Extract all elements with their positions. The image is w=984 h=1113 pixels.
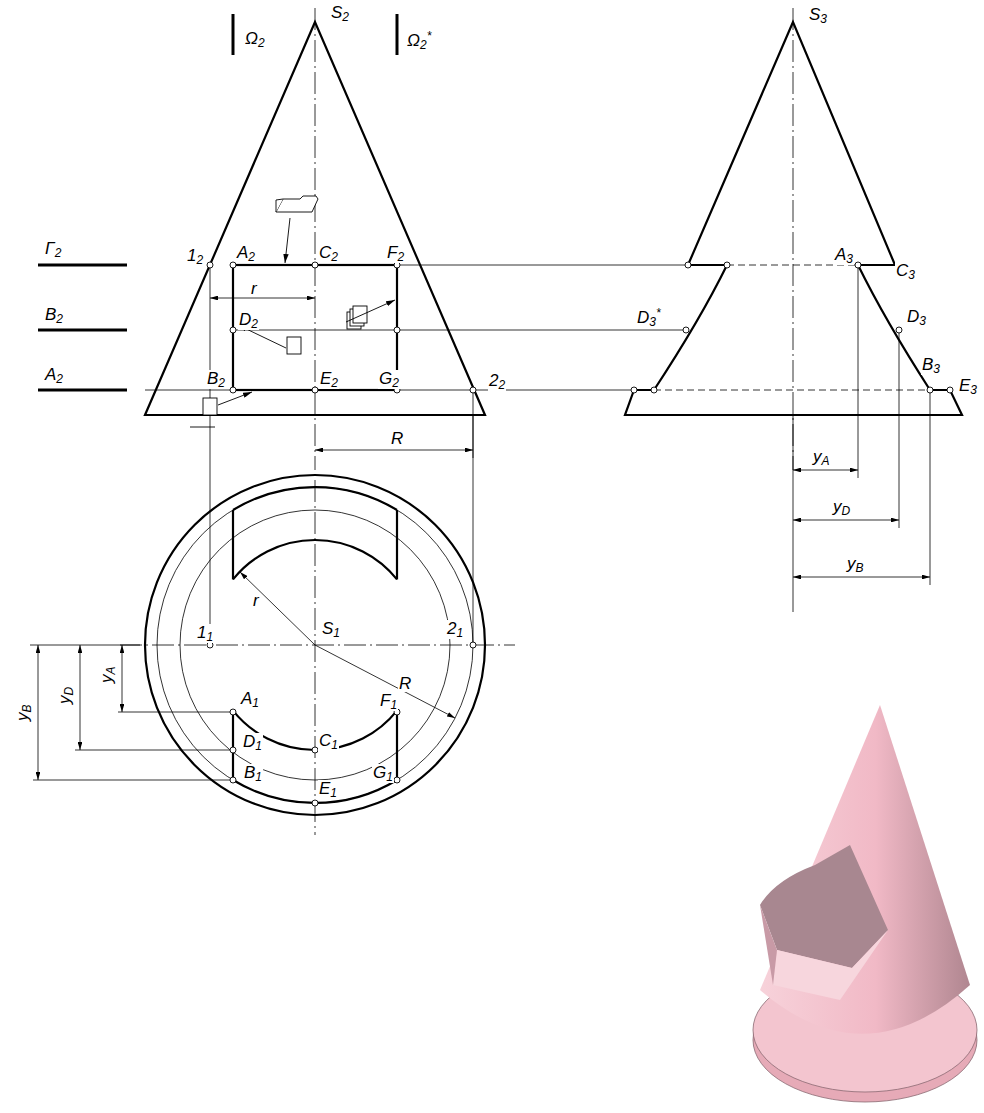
point-label: C2 <box>318 244 339 263</box>
point-label: E3 <box>958 377 978 396</box>
point-label: D3* <box>636 307 662 328</box>
point-label: A2 <box>236 244 256 263</box>
point-label: E1 <box>318 780 338 799</box>
point-label: B2 <box>44 306 64 325</box>
point-label: A2 <box>44 366 64 385</box>
point-label: E2 <box>319 370 339 389</box>
point-label: B2 <box>206 370 226 389</box>
point-label: 22 <box>488 372 506 391</box>
point-label: D1 <box>242 733 263 752</box>
point-label: 21 <box>446 620 464 639</box>
point-label: G1 <box>372 764 394 783</box>
point-label: 12 <box>186 247 204 266</box>
point-label: r <box>250 280 258 297</box>
point-label: C3 <box>895 262 916 281</box>
point-label: R <box>390 430 404 447</box>
point-label: D2 <box>238 311 259 330</box>
point-label: Γ2 <box>44 240 62 259</box>
point-label: G2 <box>378 370 400 389</box>
point-label: 11 <box>196 624 214 643</box>
point-label: yA <box>812 448 831 467</box>
point-label: A3 <box>834 246 854 265</box>
point-label: S3 <box>808 6 828 25</box>
point-label: S1 <box>321 620 341 639</box>
point-label: F2 <box>386 244 405 263</box>
point-label: Ω2* <box>406 30 432 51</box>
point-label: r <box>252 592 260 609</box>
point-label: R <box>398 675 412 692</box>
point-label: yD <box>56 686 75 705</box>
point-label: yB <box>846 555 865 574</box>
point-label: S2 <box>330 4 350 23</box>
point-label: B1 <box>243 764 263 783</box>
point-label: B3 <box>921 356 941 375</box>
point-label: F1 <box>379 692 398 711</box>
point-label: yD <box>832 498 851 517</box>
point-label: A1 <box>240 690 260 709</box>
point-label: yB <box>14 703 33 722</box>
point-label: C1 <box>318 732 339 751</box>
cone-3d <box>753 705 977 1102</box>
point-label: D3 <box>906 308 927 327</box>
point-label: yA <box>98 665 117 684</box>
point-label: Ω2 <box>244 30 266 49</box>
